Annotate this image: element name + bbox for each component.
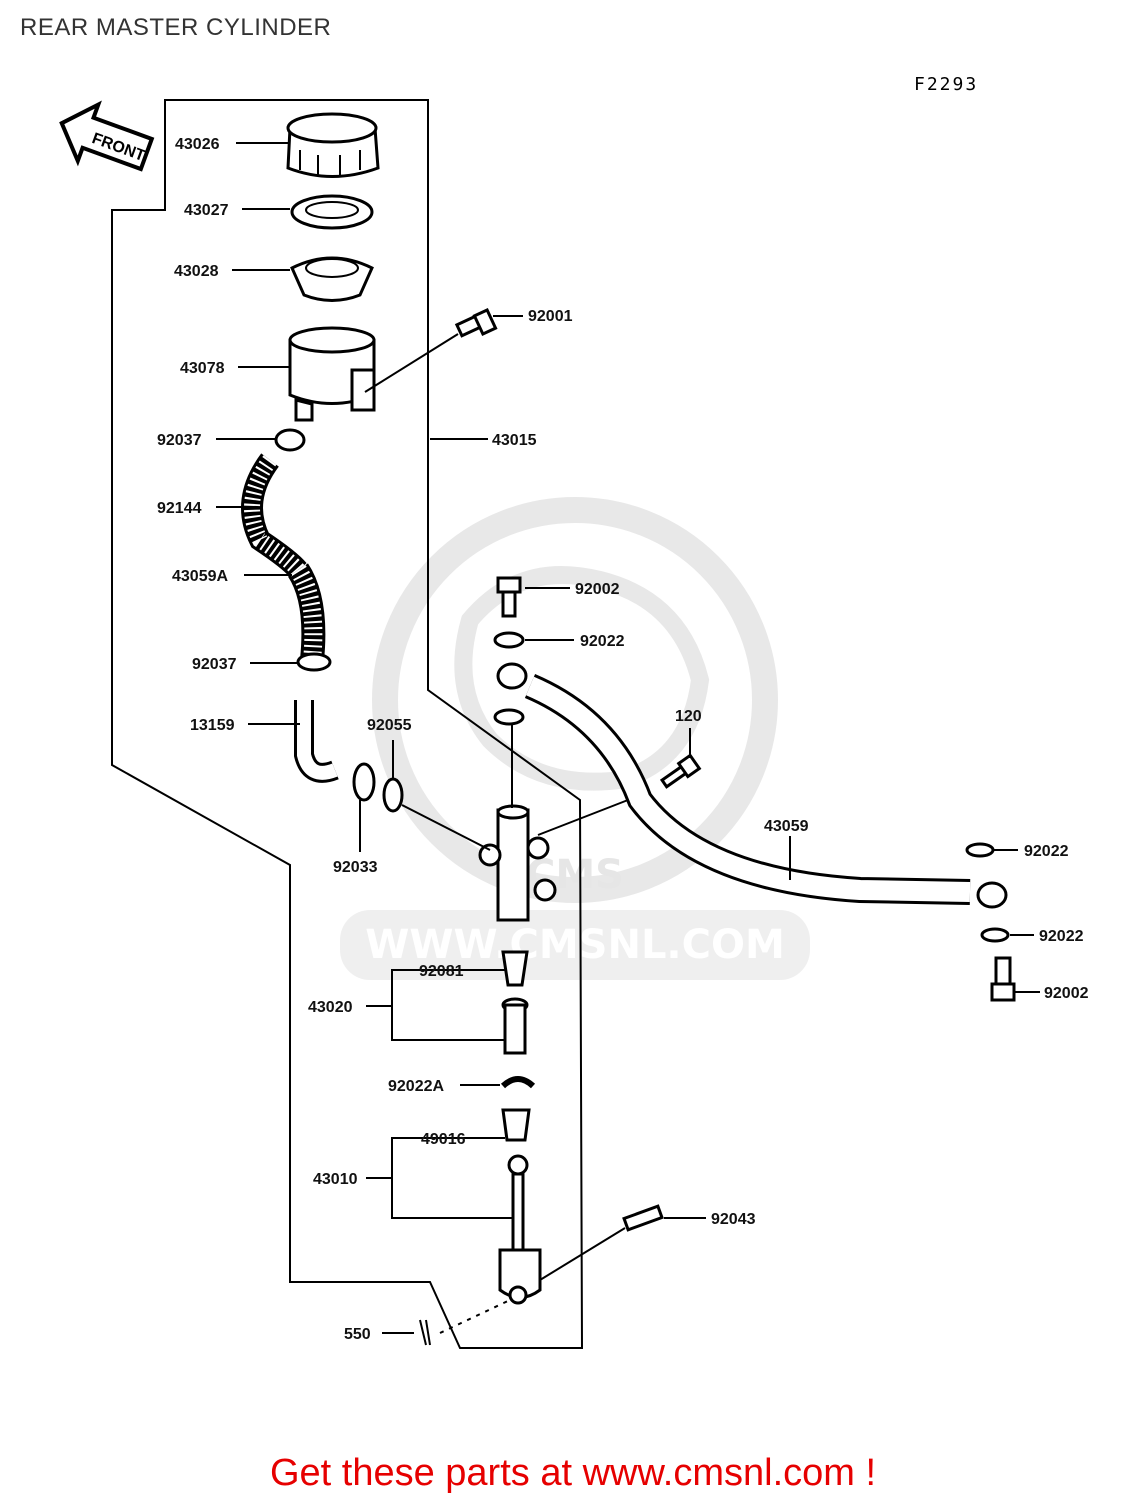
circlip-part (500, 1076, 536, 1089)
part-label-43059[interactable]: 43059 (764, 818, 809, 835)
part-label-92001[interactable]: 92001 (528, 308, 573, 325)
parts-diagram: CMS WWW.CMSNL.COM FRONT (59, 99, 1089, 1349)
part-label-120[interactable]: 120 (675, 708, 702, 725)
part-label-43010[interactable]: 43010 (313, 1171, 358, 1188)
watermark-logo: CMS WWW.CMSNL.COM (340, 497, 810, 980)
part-label-43059A[interactable]: 43059A (172, 568, 228, 585)
push-rod-part (498, 1154, 542, 1305)
clevis-pin-part (622, 1204, 664, 1232)
master-cylinder-body-part (478, 804, 557, 922)
part-labels: 43026 43027 43028 92001 43078 43015 9203… (157, 136, 1089, 1343)
oring-92033-part (352, 762, 376, 802)
part-label-92144[interactable]: 92144 (157, 500, 202, 517)
part-label-43028[interactable]: 43028 (174, 263, 219, 280)
reservoir-part (288, 326, 376, 422)
part-label-92037-upper[interactable]: 92037 (157, 432, 202, 449)
part-label-13159[interactable]: 13159 (190, 717, 235, 734)
washer-right-2-part (980, 927, 1010, 943)
piston-assembly-part (501, 997, 529, 1055)
part-label-92037-lower[interactable]: 92037 (192, 656, 237, 673)
figure-code: F2293 (914, 74, 979, 95)
diaphragm-part (290, 256, 374, 302)
part-label-92022A[interactable]: 92022A (388, 1078, 444, 1095)
part-label-92033[interactable]: 92033 (333, 859, 378, 876)
part-label-550[interactable]: 550 (344, 1326, 371, 1343)
assembly-outline (111, 99, 584, 1349)
part-label-92055[interactable]: 92055 (367, 717, 412, 734)
clamp-lower-part (296, 652, 332, 672)
screw-92001-part (454, 307, 498, 338)
cotter-pin-part (419, 1319, 431, 1346)
oring-92055-part (382, 777, 404, 813)
diaphragm-plate-part (290, 194, 374, 230)
banjo-bolt-top-part (496, 576, 522, 618)
watermark-url: WWW.CMSNL.COM (365, 922, 785, 968)
leader-lines (216, 142, 1040, 1334)
boot-92081-part (501, 950, 529, 987)
washer-top-part (493, 631, 525, 649)
reservoir-cap-part (286, 112, 380, 178)
bolt-120-part (659, 753, 702, 789)
page-title: REAR MASTER CYLINDER (20, 14, 332, 41)
part-label-43020[interactable]: 43020 (308, 999, 353, 1016)
washer-mid-part (493, 708, 525, 726)
front-arrow-icon: FRONT (59, 100, 155, 172)
part-label-92002-top[interactable]: 92002 (575, 581, 620, 598)
brake-hose-part (496, 662, 1008, 909)
part-label-43015[interactable]: 43015 (492, 432, 537, 449)
part-label-43027[interactable]: 43027 (184, 202, 229, 219)
part-label-43078[interactable]: 43078 (180, 360, 225, 377)
cta-link[interactable]: Get these parts at www.cmsnl.com ! (269, 1452, 877, 1494)
part-label-92043[interactable]: 92043 (711, 1211, 756, 1228)
part-label-92081[interactable]: 92081 (419, 963, 464, 980)
clamp-upper-part (274, 428, 306, 452)
part-label-92022-right-1[interactable]: 92022 (1024, 843, 1069, 860)
washer-right-1-part (965, 842, 995, 858)
push-rod-boot-part (501, 1108, 531, 1142)
banjo-bolt-right-part (990, 956, 1016, 1002)
part-label-92022-top[interactable]: 92022 (580, 633, 625, 650)
part-label-92022-right-2[interactable]: 92022 (1039, 928, 1084, 945)
part-label-43026[interactable]: 43026 (175, 136, 220, 153)
part-label-92002-right[interactable]: 92002 (1044, 985, 1089, 1002)
part-label-49016[interactable]: 49016 (421, 1131, 466, 1148)
